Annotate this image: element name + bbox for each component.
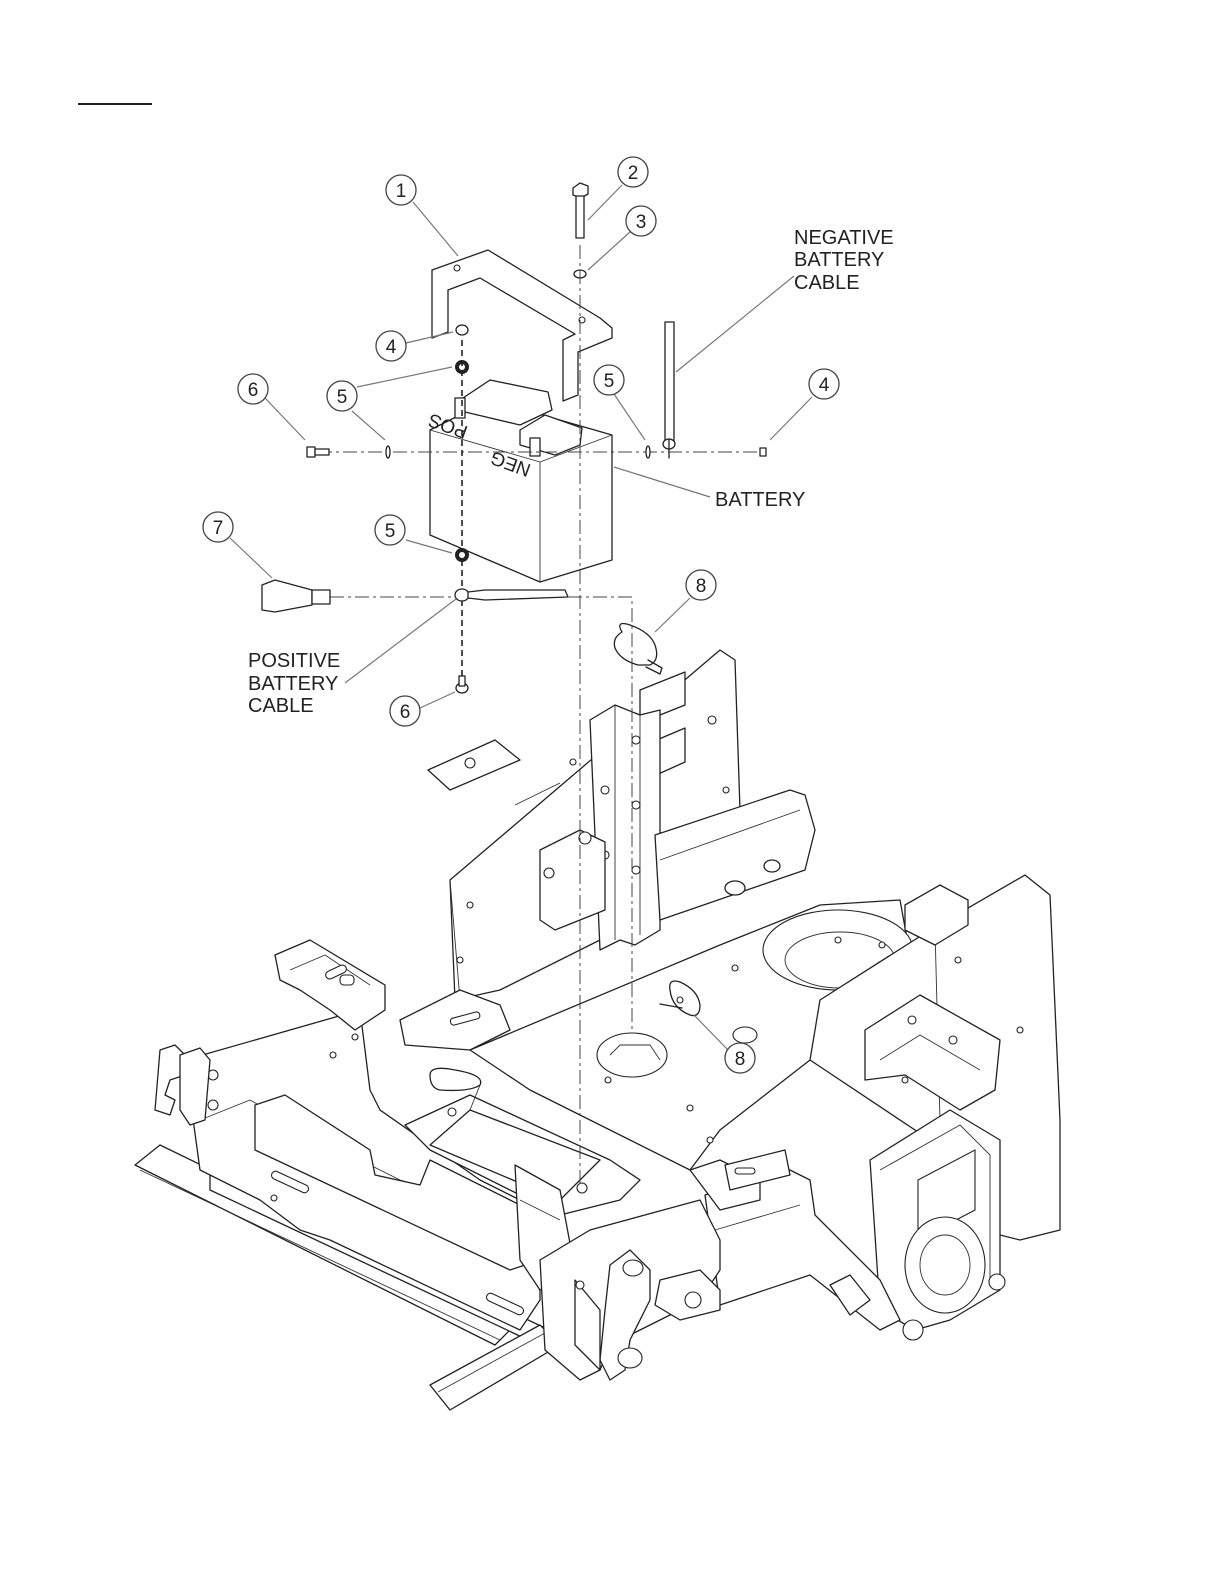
callout-1: 1 — [386, 175, 416, 205]
svg-text:3: 3 — [636, 212, 647, 233]
callout-4-left: 4 — [376, 331, 406, 361]
svg-text:1: 1 — [396, 181, 407, 202]
callout-5-left: 5 — [327, 381, 357, 411]
callout-2: 2 — [618, 157, 648, 187]
battery-label: BATTERY — [715, 489, 805, 511]
svg-text:6: 6 — [400, 702, 411, 723]
svg-text:6: 6 — [248, 380, 259, 401]
svg-text:5: 5 — [385, 521, 396, 542]
callout-3: 3 — [626, 206, 656, 236]
svg-text:BATTERY: BATTERY — [794, 249, 884, 271]
callout-6-lower: 6 — [390, 696, 420, 726]
svg-text:4: 4 — [819, 375, 830, 396]
callout-6-left: 6 — [238, 374, 268, 404]
svg-text:2: 2 — [628, 163, 639, 184]
svg-text:7: 7 — [213, 518, 224, 539]
callout-8-upper: 8 — [686, 570, 716, 600]
svg-text:4: 4 — [386, 337, 397, 358]
svg-text:5: 5 — [604, 371, 615, 392]
svg-text:8: 8 — [735, 1049, 746, 1070]
callout-5-right: 5 — [594, 365, 624, 395]
svg-text:CABLE: CABLE — [248, 695, 314, 717]
svg-text:NEGATIVE: NEGATIVE — [794, 227, 894, 249]
chassis-frame — [135, 650, 1060, 1410]
svg-text:BATTERY: BATTERY — [248, 673, 338, 695]
svg-text:8: 8 — [696, 576, 707, 597]
callout-8-lower: 8 — [725, 1043, 755, 1073]
negative-battery-cable-label: NEGATIVE BATTERY CABLE — [794, 227, 894, 294]
callout-5-lower: 5 — [375, 515, 405, 545]
svg-text:POSITIVE: POSITIVE — [248, 650, 340, 672]
callout-4-right: 4 — [809, 369, 839, 399]
positive-battery-cable-label: POSITIVE BATTERY CABLE — [248, 650, 340, 717]
svg-text:CABLE: CABLE — [794, 272, 860, 294]
svg-text:5: 5 — [337, 387, 348, 408]
callout-7: 7 — [203, 512, 233, 542]
